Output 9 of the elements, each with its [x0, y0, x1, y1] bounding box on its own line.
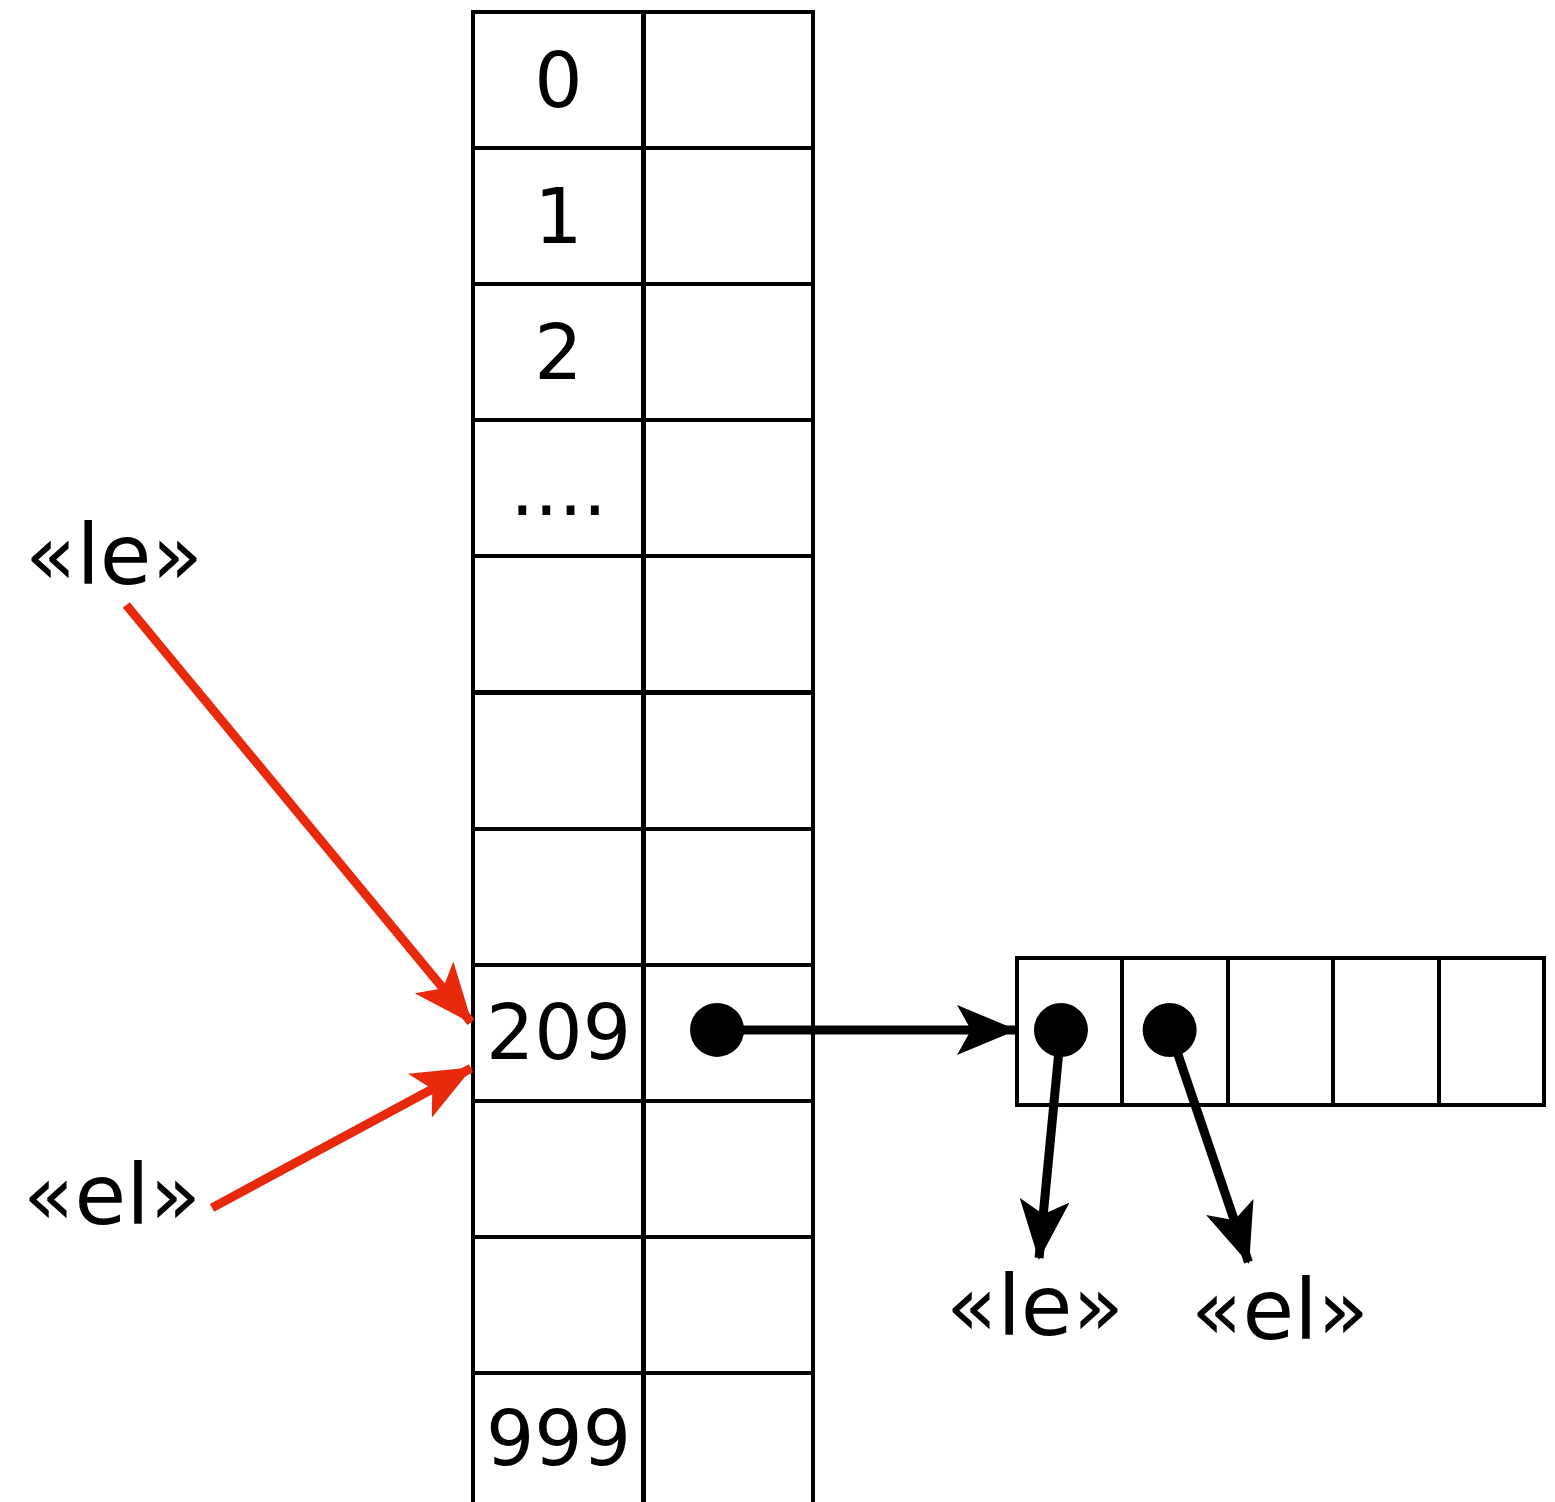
key-label: «le»: [935, 1258, 1135, 1354]
arrow: [690, 1002, 1017, 1057]
arrow: [209, 1064, 474, 1212]
key-label: «el»: [12, 1145, 212, 1245]
key-label: «le»: [14, 505, 214, 605]
arrow: [1019, 1003, 1088, 1260]
arrow: [122, 602, 475, 1025]
arrow: [1142, 1003, 1254, 1264]
key-label: «el»: [1180, 1262, 1380, 1358]
